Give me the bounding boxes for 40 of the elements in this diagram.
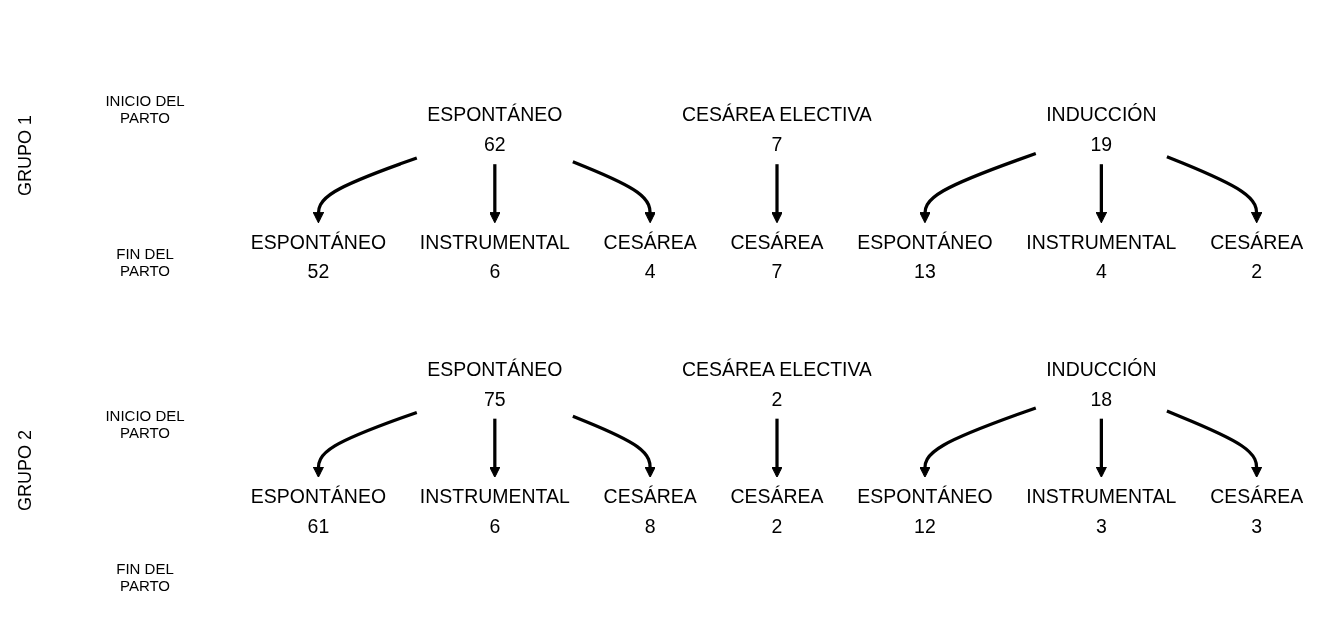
arrow xyxy=(489,164,501,223)
node-text: ESPONTÁNEO 75 xyxy=(427,357,563,409)
node-text: CESÁREA 3 xyxy=(1210,484,1304,537)
node-text: ESPONTÁNEO 12 xyxy=(857,484,993,537)
arrow xyxy=(572,414,656,478)
arrow xyxy=(1166,155,1263,223)
arrow xyxy=(312,156,418,223)
node-text: INDUCCIÓN 18 xyxy=(1046,357,1157,409)
arrow xyxy=(1095,418,1108,478)
node-text: CESÁREA 7 xyxy=(730,230,824,282)
node-text: ESPONTÁNEO 52 xyxy=(250,230,387,282)
arrow xyxy=(771,418,783,478)
node-text: ESPONTÁNEO 13 xyxy=(857,230,993,282)
node-text: INDUCCIÓN 19 xyxy=(1046,103,1157,155)
node-text: CESÁREA 2 xyxy=(1210,230,1304,282)
node-text: INSTRUMENTAL 6 xyxy=(419,484,570,537)
arrow xyxy=(489,418,501,478)
group-label: GRUPO 1 xyxy=(15,115,36,196)
arrow xyxy=(1095,164,1108,223)
node-text: ESPONTÁNEO 62 xyxy=(427,103,563,155)
row-label: INICIO DEL PARTO xyxy=(104,92,186,126)
arrow xyxy=(919,406,1037,478)
arrow xyxy=(1166,409,1263,478)
node-text: CESÁREA 8 xyxy=(603,484,697,537)
node-text: CESÁREA ELECTIVA 2 xyxy=(681,357,873,409)
group-label: GRUPO 2 xyxy=(15,430,36,511)
arrow xyxy=(572,160,656,223)
row-label: FIN DEL PARTO xyxy=(115,245,175,279)
arrow xyxy=(312,410,418,478)
arrow xyxy=(771,164,783,223)
arrow xyxy=(919,151,1037,223)
row-label: INICIO DEL PARTO xyxy=(104,407,186,441)
node-text: CESÁREA 4 xyxy=(603,230,697,282)
node-text: CESÁREA 2 xyxy=(730,484,824,537)
node-text: CESÁREA ELECTIVA 7 xyxy=(681,103,873,155)
node-text: INSTRUMENTAL 4 xyxy=(1026,230,1177,282)
node-text: ESPONTÁNEO 61 xyxy=(250,484,387,537)
node-text: INSTRUMENTAL 3 xyxy=(1026,484,1177,537)
node-text: INSTRUMENTAL 6 xyxy=(419,230,570,282)
row-label: FIN DEL PARTO xyxy=(115,560,175,594)
